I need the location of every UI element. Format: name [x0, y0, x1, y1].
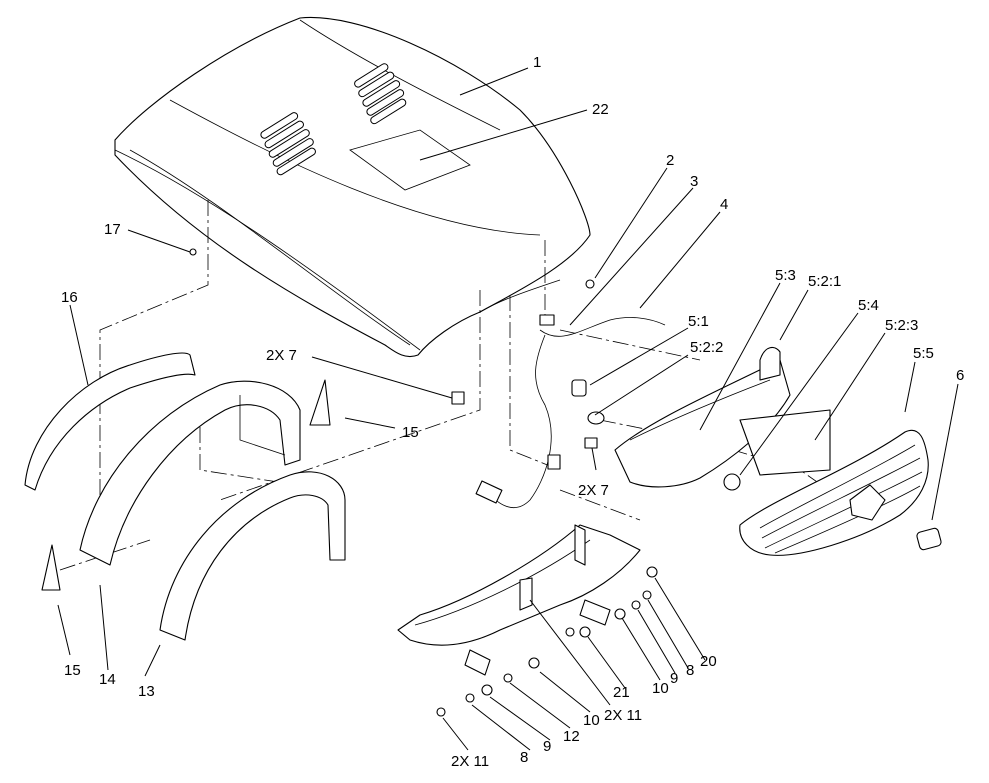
callout-1: 1 — [533, 54, 541, 71]
callout-9-left: 9 — [543, 738, 551, 755]
callout-6: 6 — [956, 367, 964, 384]
callout-8-right: 8 — [686, 662, 694, 679]
callout-13: 13 — [138, 683, 155, 700]
callout-5-2-3: 5:2:3 — [885, 317, 918, 334]
callout-2: 2 — [666, 152, 674, 169]
hood-vents-rear — [354, 63, 407, 125]
callout-20: 20 — [700, 653, 717, 670]
callout-8-left: 8 — [520, 749, 528, 766]
callout-5-3: 5:3 — [775, 267, 796, 284]
fender-trim-16 — [24, 352, 196, 491]
leader-lines — [57, 67, 959, 751]
callout-5-4: 5:4 — [858, 297, 879, 314]
callout-labels: 1 22 2 3 4 17 16 2X 7 5:1 5:3 5:2:1 5:2:… — [61, 54, 964, 770]
wiring-harness — [451, 279, 666, 509]
callout-3: 3 — [690, 173, 698, 190]
wedge-15-right — [309, 379, 331, 426]
callout-9-right: 9 — [670, 670, 678, 687]
callout-5-5: 5:5 — [913, 345, 934, 362]
callout-2x11-left: 2X 11 — [451, 753, 489, 770]
callout-15-left: 15 — [64, 662, 81, 679]
callout-2x7-top: 2X 7 — [266, 347, 297, 364]
callout-5-2-2: 5:2:2 — [690, 339, 723, 356]
callout-12: 12 — [563, 728, 580, 745]
callout-17: 17 — [104, 221, 121, 238]
callout-2x7-bottom: 2X 7 — [578, 482, 609, 499]
hood — [114, 16, 591, 358]
grille — [739, 429, 929, 556]
headlight-assembly — [587, 346, 831, 491]
callout-2x11-right: 2X 11 — [604, 707, 642, 724]
fender-13 — [159, 471, 346, 641]
callout-16: 16 — [61, 289, 78, 306]
callout-4: 4 — [720, 196, 728, 213]
fender-14 — [79, 380, 301, 566]
hood-vents-front — [260, 112, 316, 176]
lamp-socket-6 — [916, 527, 942, 551]
callout-10-left: 10 — [583, 712, 600, 729]
callout-15-right: 15 — [402, 424, 419, 441]
callout-22: 22 — [592, 101, 609, 118]
bracket — [397, 524, 641, 676]
callout-5-1: 5:1 — [688, 313, 709, 330]
callout-14: 14 — [99, 671, 116, 688]
callout-10-right: 10 — [652, 680, 669, 697]
callout-5-2-1: 5:2:1 — [808, 273, 841, 290]
hardware — [189, 248, 658, 717]
callout-21: 21 — [613, 684, 630, 701]
wedge-15-left — [41, 544, 61, 591]
